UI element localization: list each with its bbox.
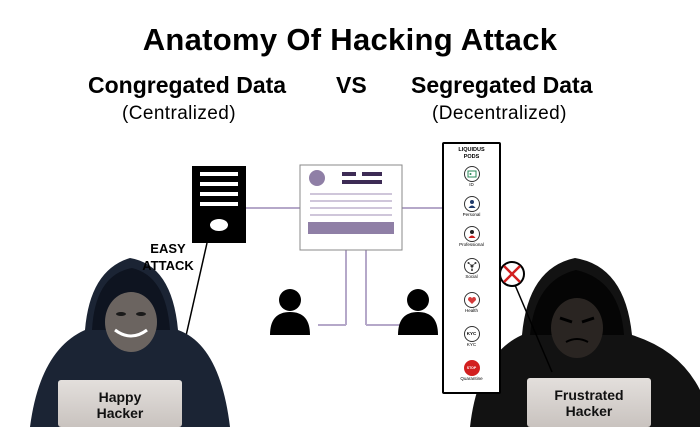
left-subheading: (Centralized) [122,103,236,124]
connector-lines [246,207,444,326]
right-subheading: (Decentralized) [432,103,567,124]
person-icon [463,196,480,212]
social-network-icon [463,258,480,274]
pod-label: Professional [459,242,484,247]
frustrated-hacker-laptop: Frustrated Hacker [527,378,651,427]
easy-attack-line-2: ATTACK [142,258,194,273]
professional-icon [463,226,480,242]
liquidus-pods-panel: LIQUIDUS PODS ID Personal Professional S… [442,142,501,394]
user-icon-right [398,289,438,335]
pod-label: ID [469,182,474,187]
pod-id: ID [444,166,499,188]
easy-attack-label: EASY ATTACK [138,240,198,274]
happy-hacker-label-line-1: Happy [98,389,142,405]
kyc-icon: KYC [463,326,480,342]
blocked-x-icon [499,261,525,287]
data-document-icon [299,164,403,251]
id-card-icon [463,166,480,182]
easy-attack-line-1: EASY [150,241,186,256]
right-heading: Segregated Data [411,72,593,98]
user-icon-left [270,289,310,335]
diagram-title: Anatomy Of Hacking Attack [142,22,558,57]
frustrated-hacker-label-line-2: Hacker [565,403,613,419]
pod-label: Social [465,274,478,279]
pod-quarantine: STOP Quarantine [444,360,499,382]
pods-title-line-2: PODS [463,154,480,160]
frustrated-hacker-label-line-1: Frustrated [554,387,624,403]
pods-title: LIQUIDUS PODS [444,147,499,161]
pod-label: Quarantine [460,376,483,381]
pod-personal: Personal [444,196,499,218]
pod-label: Personal [462,212,481,217]
server-icon [192,166,246,243]
pods-title-line-1: LIQUIDUS [458,147,485,153]
pod-label: Health [464,308,478,313]
health-icon [463,292,480,308]
pod-professional: Professional [444,226,499,248]
pod-kyc: KYC KYC [444,326,499,348]
happy-hacker-laptop: Happy Hacker [58,380,182,427]
pod-label: KYC [466,342,477,347]
pod-health: Health [444,292,499,314]
vs-label: VS [336,72,367,98]
stop-sign-icon: STOP [463,360,480,376]
pod-social: Social [444,258,499,280]
happy-hacker-label-line-2: Hacker [96,405,144,421]
blocked-line [514,284,553,373]
left-heading: Congregated Data [88,72,287,98]
